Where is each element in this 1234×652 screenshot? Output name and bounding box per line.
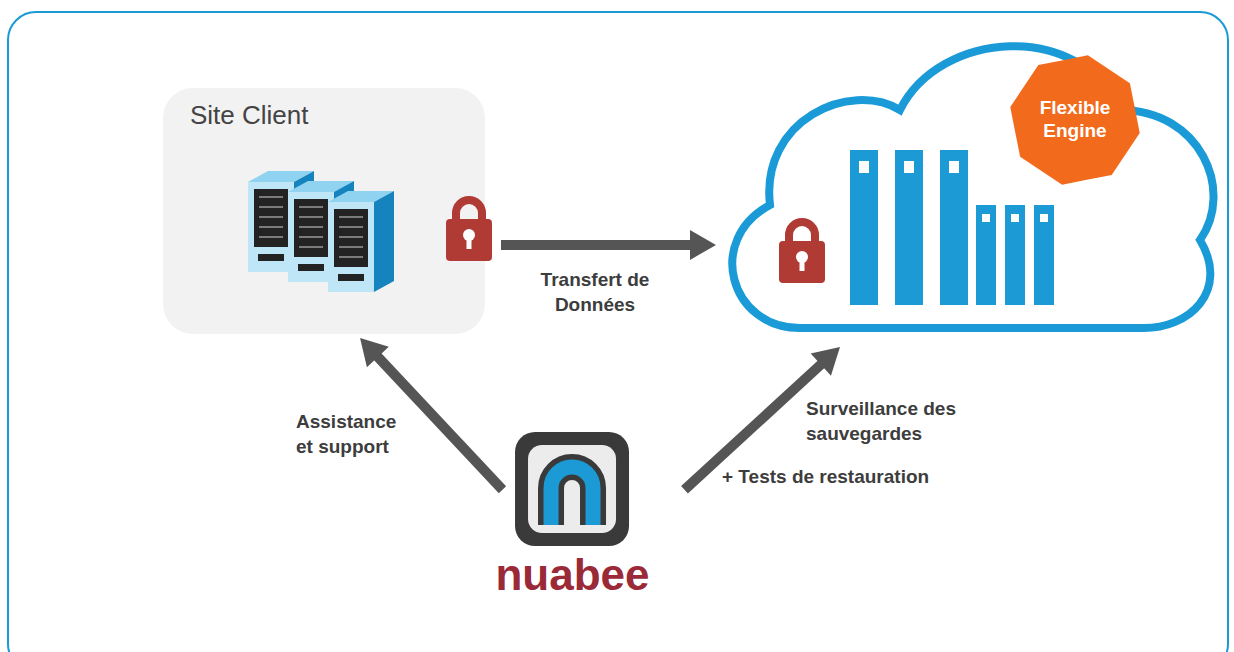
server-slot xyxy=(339,226,363,228)
arrow-connector xyxy=(501,230,716,260)
server-front xyxy=(288,192,334,282)
server-tower xyxy=(328,191,394,292)
cloud-shape: Flexible Engine xyxy=(712,15,1227,337)
bar-mark xyxy=(982,214,990,222)
logo-frame xyxy=(515,432,629,546)
arrow-line xyxy=(501,240,694,250)
server-slot xyxy=(339,256,363,258)
engine-badge xyxy=(1010,55,1139,184)
storage-bar xyxy=(895,150,923,305)
storage-bar xyxy=(1005,205,1025,305)
padlock-keyhole xyxy=(467,237,472,249)
server-panel xyxy=(254,189,288,247)
cloud-outline xyxy=(732,46,1213,328)
server-slot xyxy=(259,226,283,228)
arrow-head xyxy=(690,230,716,260)
server-drive xyxy=(258,254,284,261)
server-slot xyxy=(299,216,323,218)
server-slot xyxy=(259,216,283,218)
edge-label: Surveillance des sauvegardes xyxy=(806,397,986,446)
padlock-icon xyxy=(446,200,492,261)
padlock-keyhole xyxy=(800,259,805,271)
server-front xyxy=(328,202,374,292)
bar-mark xyxy=(859,161,869,173)
nuabee-logo: nuabee xyxy=(490,425,654,610)
storage-bar xyxy=(850,150,878,305)
server-side xyxy=(374,191,394,292)
server-slot xyxy=(299,246,323,248)
server-panel xyxy=(294,199,328,257)
server-slot xyxy=(299,206,323,208)
padlock-body xyxy=(779,241,825,283)
server-drive xyxy=(338,274,364,281)
outer-frame xyxy=(8,12,1228,652)
server-slot xyxy=(339,236,363,238)
bar-mark xyxy=(904,161,914,173)
storage-bar xyxy=(976,205,996,305)
note-label: + Tests de restauration xyxy=(722,465,929,490)
logo-inner xyxy=(528,445,616,533)
node-text: nuabee xyxy=(495,549,649,602)
storage-bar xyxy=(940,150,968,305)
server-slot xyxy=(259,196,283,198)
server-slot xyxy=(299,226,323,228)
server-front xyxy=(248,182,294,272)
server-drive xyxy=(298,264,324,271)
logo-arch xyxy=(551,467,593,525)
node-illustration xyxy=(712,15,1227,337)
padlock-shackle xyxy=(789,222,815,243)
server-slot xyxy=(339,246,363,248)
storage-bars xyxy=(850,150,1054,305)
arrow-head xyxy=(811,347,840,376)
padlock-body xyxy=(446,219,492,261)
server-panel xyxy=(334,209,368,267)
server-slot xyxy=(299,236,323,238)
server-slot xyxy=(259,206,283,208)
storage-bar xyxy=(1034,205,1054,305)
padlock-shackle xyxy=(456,200,482,221)
server-icon xyxy=(248,171,394,292)
edge-label: Assistance et support xyxy=(296,410,411,459)
node-text: Flexible Engine xyxy=(1020,97,1130,143)
logo-arch-outline xyxy=(551,467,593,525)
client-site-box: Site Client xyxy=(163,88,485,334)
bar-mark xyxy=(1011,214,1019,222)
bar-mark xyxy=(1040,214,1048,222)
server-slot xyxy=(339,216,363,218)
server-slot xyxy=(259,236,283,238)
edge-label: Transfert de Données xyxy=(520,268,670,317)
node-text: Site Client xyxy=(190,100,309,131)
logo-icon xyxy=(515,432,629,546)
bar-mark xyxy=(949,161,959,173)
padlock-icon xyxy=(779,222,825,283)
arrow-head xyxy=(360,338,389,367)
